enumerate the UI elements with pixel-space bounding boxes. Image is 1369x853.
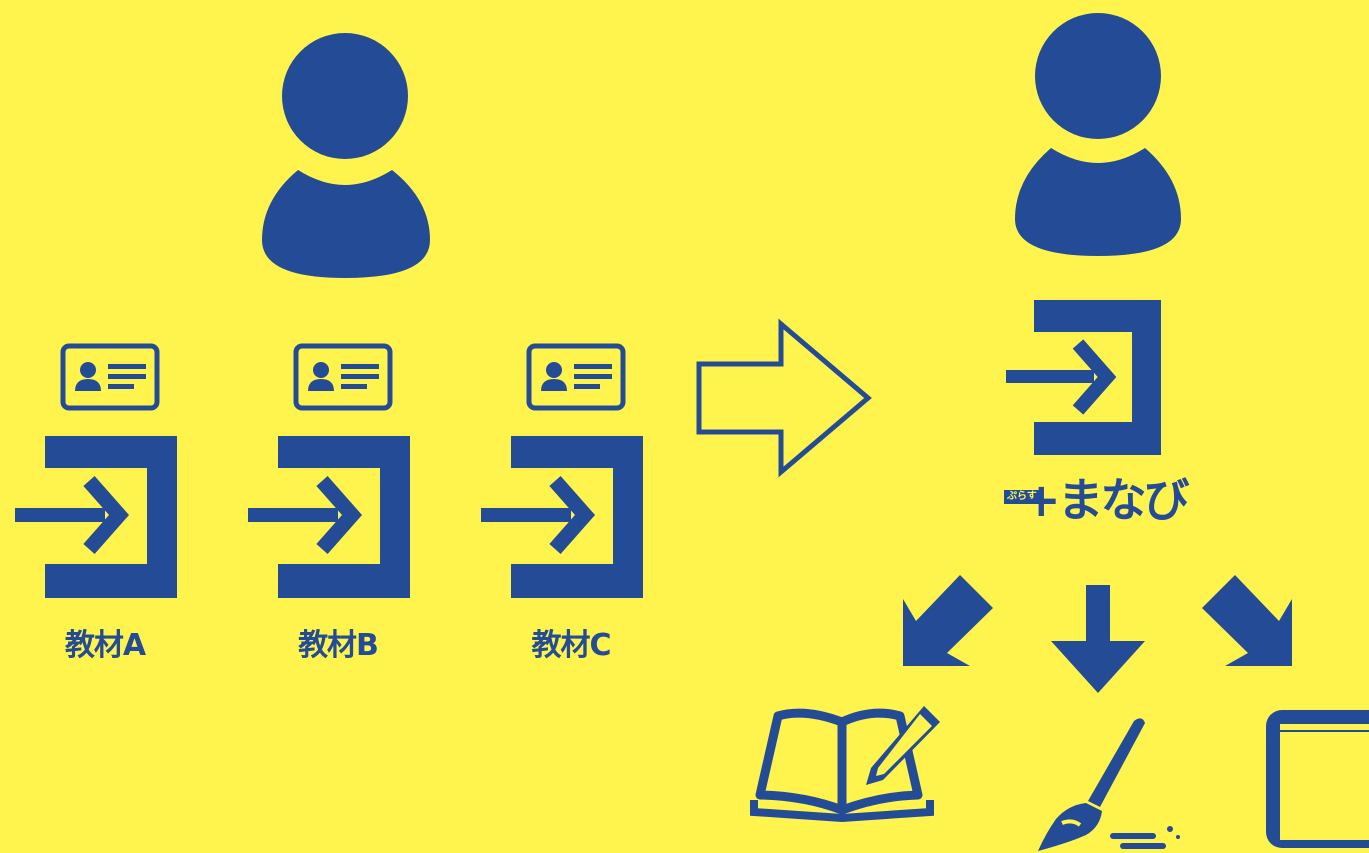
manabi-logo: ぷらす +まなび <box>1000 472 1200 532</box>
id-card-icon-a <box>60 343 160 411</box>
logo-main-text: +まなび <box>1022 473 1190 527</box>
sign-in-icon-a <box>15 436 177 598</box>
id-card-icon-b <box>293 343 393 411</box>
sign-in-icon-b <box>248 436 410 598</box>
user-icon-left <box>262 33 430 278</box>
arrow-down-left-icon <box>903 575 993 666</box>
id-card-icon-c <box>526 343 626 411</box>
label-material-a: 教材A <box>64 628 146 663</box>
arrow-down-icon <box>1051 585 1145 693</box>
label-material-c: 教材C <box>531 628 611 663</box>
arrow-right-outline-icon <box>696 318 872 478</box>
book-icon <box>1266 710 1369 848</box>
sign-in-icon-c <box>481 436 643 598</box>
logo-small-text: ぷらす <box>1004 490 1040 504</box>
sign-in-icon-right <box>1006 300 1161 455</box>
book-pencil-icon <box>750 706 940 823</box>
user-icon-right <box>1015 13 1181 256</box>
arrow-down-right-icon <box>1202 575 1292 666</box>
paint-brush-icon <box>1038 718 1180 851</box>
label-material-b: 教材B <box>298 628 379 663</box>
